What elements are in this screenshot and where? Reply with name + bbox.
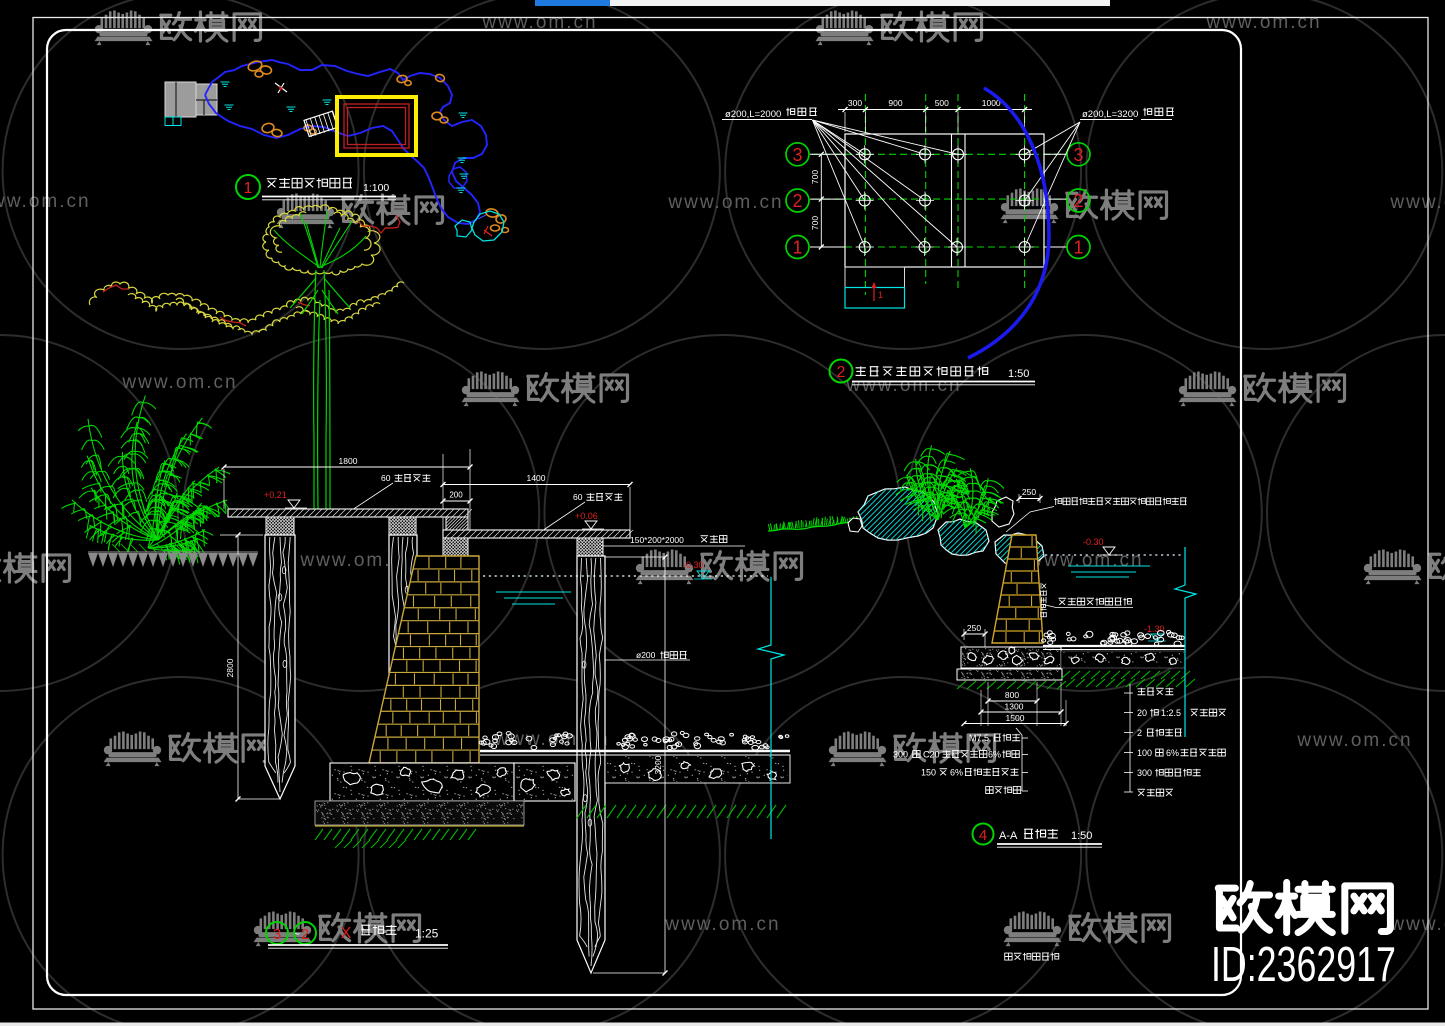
svg-text:4: 4 <box>979 827 987 844</box>
svg-text:www.om.cn: www.om.cn <box>299 550 415 571</box>
svg-text:www.om.cn: www.om.cn <box>0 191 91 212</box>
svg-text:1:50: 1:50 <box>1071 830 1092 842</box>
svg-text:1: 1 <box>1073 238 1083 258</box>
svg-text:-0.30: -0.30 <box>683 560 704 570</box>
svg-text:800: 800 <box>1005 690 1019 700</box>
svg-text:1500: 1500 <box>1006 713 1025 723</box>
svg-text:1: 1 <box>792 238 802 258</box>
svg-text:ø200: ø200 <box>636 650 656 660</box>
svg-text:1: 1 <box>878 290 883 300</box>
svg-text:700: 700 <box>810 170 820 184</box>
svg-text:200: 200 <box>449 491 463 500</box>
svg-text:2: 2 <box>837 364 846 381</box>
svg-text:-0.30: -0.30 <box>1083 537 1104 547</box>
svg-text:www.om.cn: www.om.cn <box>1296 730 1412 751</box>
svg-text:www.om.cn: www.om.cn <box>121 372 237 393</box>
svg-text:~: ~ <box>293 927 300 941</box>
svg-text:250: 250 <box>967 623 981 633</box>
svg-text:A-A: A-A <box>999 830 1018 842</box>
svg-text:6%: 6% <box>1166 748 1179 758</box>
svg-text:1:50: 1:50 <box>1008 368 1029 380</box>
svg-text:1:2.5: 1:2.5 <box>1161 708 1181 718</box>
svg-text:2: 2 <box>1137 728 1142 738</box>
svg-text:ID:2362917: ID:2362917 <box>1211 938 1396 993</box>
svg-text:6%: 6% <box>988 750 1001 760</box>
svg-text:ø200,L=2000: ø200,L=2000 <box>725 109 781 120</box>
svg-text:60: 60 <box>381 473 391 483</box>
svg-text:1800: 1800 <box>339 456 358 466</box>
svg-text:2: 2 <box>301 926 309 943</box>
svg-text:3: 3 <box>792 145 802 165</box>
svg-text:www.om.cn: www.om.cn <box>664 914 780 935</box>
svg-text:900: 900 <box>888 98 902 108</box>
svg-text:X: X <box>341 925 352 942</box>
svg-text:-1.30: -1.30 <box>1144 624 1165 634</box>
svg-text:1300: 1300 <box>1005 702 1024 712</box>
svg-text:20: 20 <box>1137 708 1147 718</box>
svg-text:6%: 6% <box>950 768 963 778</box>
svg-text:C20: C20 <box>923 750 940 760</box>
svg-text:1:25: 1:25 <box>415 927 439 941</box>
svg-text:www.om.cn: www.om.cn <box>1389 914 1445 935</box>
svg-text:2: 2 <box>792 191 802 211</box>
svg-text:300: 300 <box>848 98 862 108</box>
svg-text:1:100: 1:100 <box>363 182 389 194</box>
svg-text:100: 100 <box>1137 748 1152 758</box>
svg-text:700: 700 <box>810 216 820 230</box>
svg-text:500: 500 <box>935 98 949 108</box>
svg-text:300: 300 <box>1137 768 1152 778</box>
svg-text:250: 250 <box>1022 487 1036 497</box>
svg-text:2: 2 <box>1073 191 1083 211</box>
svg-text:1400: 1400 <box>527 473 546 483</box>
svg-text:60: 60 <box>573 492 583 502</box>
svg-text:ø200,L=3200: ø200,L=3200 <box>1082 109 1138 120</box>
svg-text:M7.5: M7.5 <box>969 733 989 743</box>
svg-text:150: 150 <box>921 768 936 778</box>
svg-text:2800: 2800 <box>225 658 235 677</box>
svg-text:+0.06: +0.06 <box>575 511 598 521</box>
svg-text:1: 1 <box>244 180 253 197</box>
svg-text:3: 3 <box>1073 145 1083 165</box>
svg-text:3200: 3200 <box>653 755 663 774</box>
svg-text:+0.21: +0.21 <box>264 490 287 500</box>
svg-text:www.om.cn: www.om.cn <box>1389 192 1445 213</box>
svg-text:300: 300 <box>893 750 908 760</box>
svg-text:www.om.cn: www.om.cn <box>845 375 961 396</box>
svg-text:3: 3 <box>273 926 281 943</box>
svg-text:www.om.cn: www.om.cn <box>1027 550 1143 571</box>
svg-text:150*200*2000: 150*200*2000 <box>630 535 684 545</box>
svg-text:1000: 1000 <box>982 98 1001 108</box>
svg-text:www.om.cn: www.om.cn <box>667 192 783 213</box>
